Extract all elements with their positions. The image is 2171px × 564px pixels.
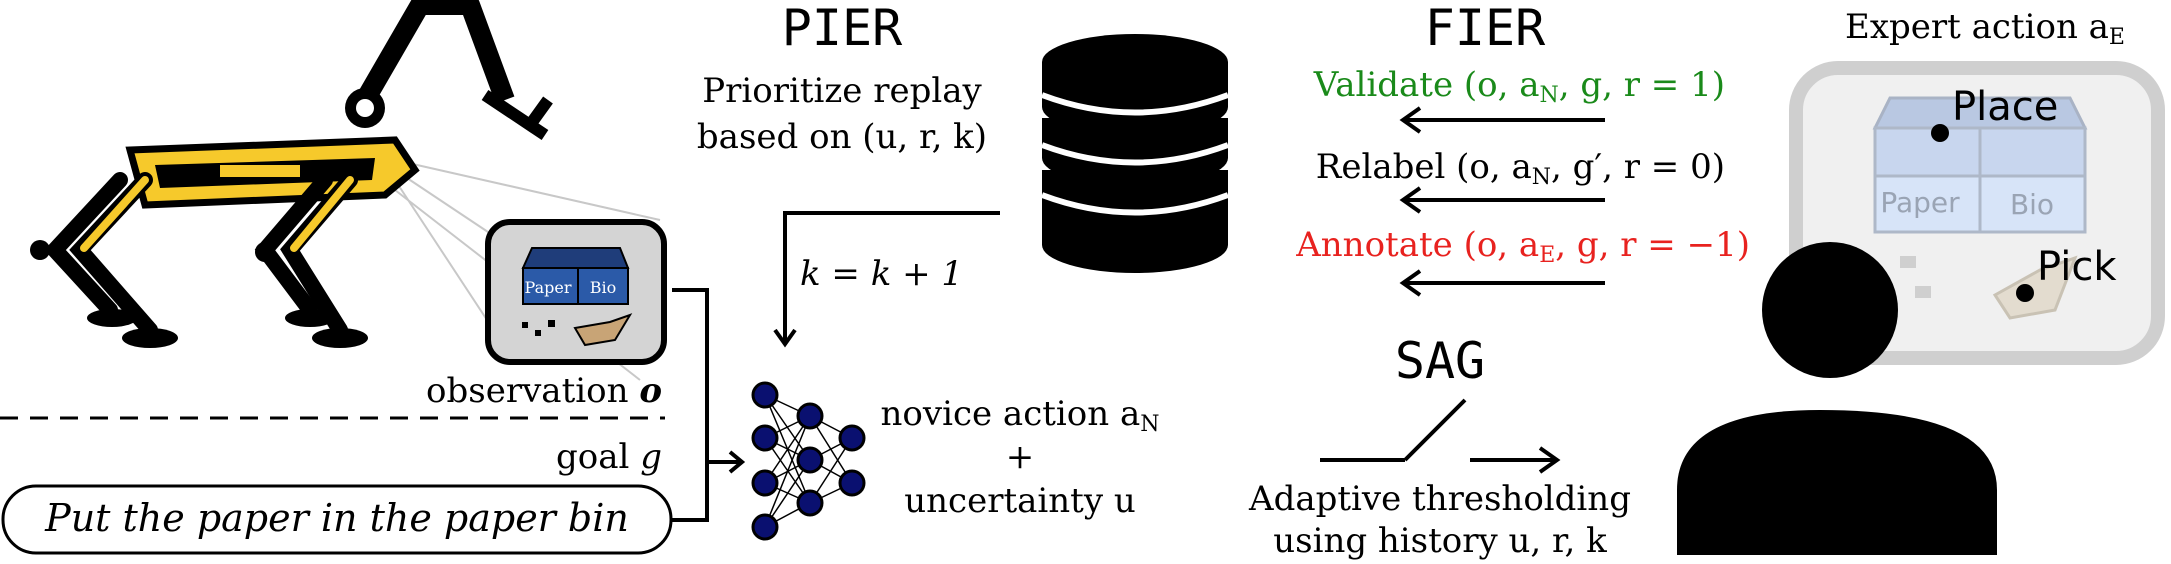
goal-label: goal g [556, 437, 662, 477]
relabel-label: Relabel (o, aN, g′, r = 0) [1316, 147, 1725, 190]
input-connectors [672, 288, 746, 522]
annotate-label: Annotate (o, aE, g, r = −1) [1295, 225, 1750, 268]
robot-dog [30, 0, 661, 381]
network-neuron [751, 424, 779, 452]
network-edge [764, 415, 811, 528]
pier-line2: based on (u, r, k) [697, 117, 987, 157]
place-label: Place [1952, 84, 2058, 130]
observation-label: observation o [426, 371, 662, 411]
pick-label: Pick [2037, 244, 2117, 290]
pier-line1: Prioritize replay [702, 71, 982, 111]
validate-label: Validate (o, aN, g, r = 1) [1313, 65, 1725, 108]
uncertainty-label: uncertainty u [904, 481, 1136, 521]
plus-sign: + [1006, 437, 1035, 477]
replay-buffer-database-icon [1040, 34, 1230, 273]
network-neuron [751, 469, 779, 497]
pick-point [2016, 284, 2034, 302]
place-point [1931, 124, 1949, 142]
observation-bin-paper-label: Paper [525, 278, 572, 297]
expert-bin-paper-label: Paper [1880, 186, 1960, 219]
pier-title: PIER [782, 0, 903, 57]
observation-paper-item [573, 313, 633, 347]
expert-bin-bio-label: Bio [2010, 188, 2054, 221]
instruction-text: Put the paper in the paper bin [44, 496, 629, 540]
robot-gripper [481, 90, 553, 140]
fier-arrows [1399, 106, 1605, 297]
sag-line2: using history u, r, k [1273, 521, 1607, 561]
sag-line1: Adaptive thresholding [1248, 479, 1631, 519]
expert-action-title: Expert action aE [1845, 7, 2125, 50]
network-neuron [838, 469, 866, 497]
counter-label: k = k + 1 [800, 254, 963, 294]
neural-network [751, 381, 866, 541]
expert-human-icon [1677, 242, 1997, 555]
network-neuron [796, 402, 824, 430]
observation-bin-bio-label: Bio [590, 278, 617, 297]
network-neuron [751, 381, 779, 409]
network-neuron [796, 489, 824, 517]
robot-arm [356, 0, 515, 106]
instruction-box [1, 484, 673, 555]
sag-title: SAG [1395, 332, 1485, 390]
network-neuron [796, 446, 824, 474]
novice-action-label: novice action aN [881, 394, 1160, 437]
network-neuron [751, 513, 779, 541]
threshold-switch-icon [1320, 398, 1561, 474]
replay-to-network-arrow [773, 211, 1000, 348]
fier-title: FIER [1425, 0, 1546, 57]
observation-thumbnail: Paper Bio [485, 219, 667, 365]
network-neuron [838, 424, 866, 452]
